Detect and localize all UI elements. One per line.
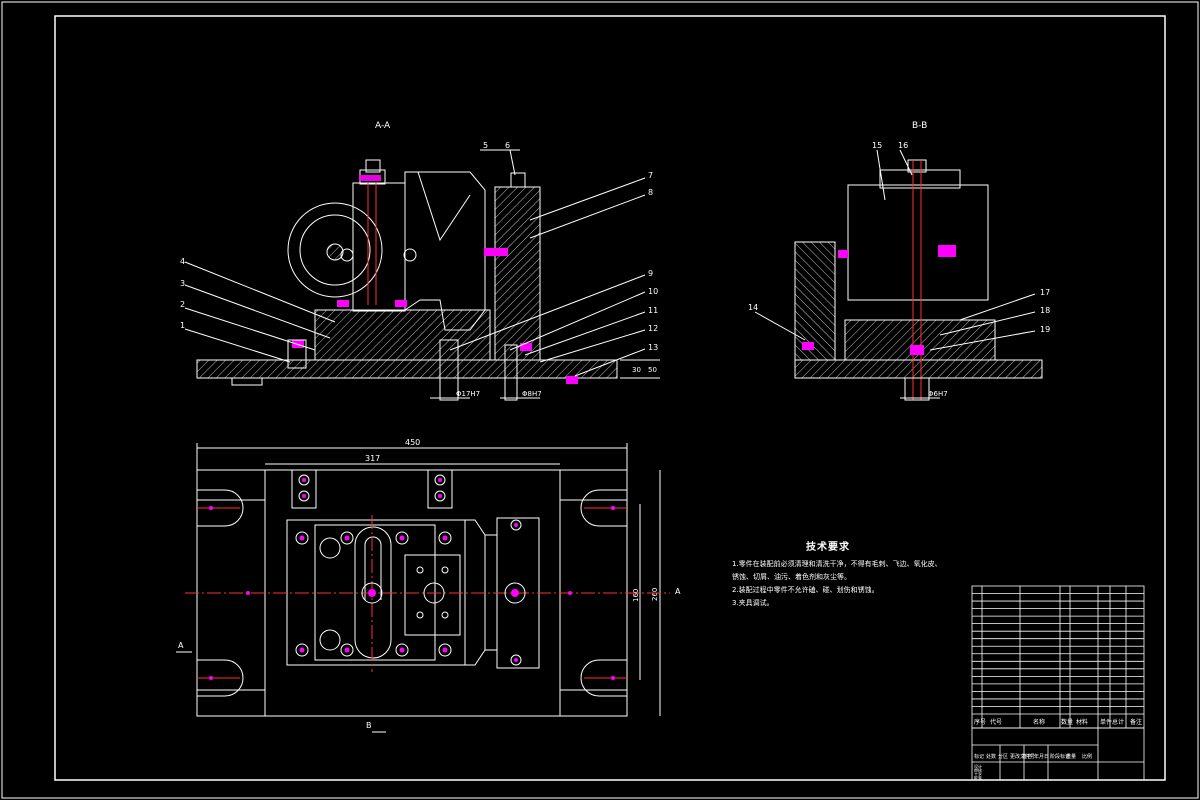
dim-fit-3: Φ6H7: [928, 390, 948, 398]
callout-17: 17: [1040, 288, 1050, 297]
tech-requirements-list: 1.零件在装配前必须清理和清洗干净，不得有毛刺、飞边、氧化皮、 锈蚀、切屑、油污…: [732, 558, 942, 610]
drawing-border: [54, 15, 1166, 781]
title-block-header-cell: 数量: [1061, 718, 1073, 726]
callout-4: 4: [180, 257, 185, 266]
front-section-title: A-A: [375, 121, 391, 131]
title-block-sign-label: 分区: [998, 753, 1008, 760]
main-block: [314, 309, 491, 361]
callout-11: 11: [648, 306, 658, 315]
workpiece-body: [404, 171, 486, 331]
dim-fit-1: Φ17H7: [456, 390, 480, 398]
title-block-bottom-label: 审核: [974, 767, 982, 773]
callout-19: 19: [1040, 325, 1050, 334]
title-block-header-cell: 总计: [1112, 718, 1124, 726]
callout-8: 8: [648, 188, 653, 197]
tech-line-3: 2.装配过程中零件不允许磕、碰、划伤和锈蚀。: [732, 586, 879, 594]
title-block-stage-label: 比例: [1082, 753, 1092, 760]
callout-6: 6: [505, 141, 510, 150]
side-section-view: B-B 14 15 16 17 18 19 Φ6H7: [748, 121, 1050, 401]
callout-5: 5: [483, 141, 488, 150]
title-block-sign-label: 年月日: [1034, 753, 1049, 760]
tech-requirements-title: 技术要求: [806, 542, 850, 553]
callout-3: 3: [180, 279, 185, 288]
title-block-header-cell: 序号: [974, 718, 986, 726]
section-mark-right: A: [675, 587, 681, 596]
dim-inner-width: 160: [632, 589, 640, 602]
callout-13: 13: [648, 343, 658, 352]
title-block-bottom-label: 设计: [974, 763, 982, 769]
right-support: [494, 186, 541, 361]
title-block: 序号代号 名称 数量材料 单件总计备注 标记处数分区更改文件号签名年月日设计审核工艺批…: [971, 585, 1145, 781]
base-plate: [196, 359, 618, 379]
title-block-header-cell: 单件: [1100, 718, 1112, 726]
title-block-header-cell: 代号: [990, 718, 1002, 726]
dim-inner-length: 317: [365, 454, 380, 463]
title-block-sign-label: 标记: [974, 753, 984, 760]
section-mark-left: A: [178, 641, 184, 650]
title-block-stage-label: 重量: [1066, 753, 1076, 760]
side-base-plate: [794, 359, 1043, 379]
callout-10: 10: [648, 287, 658, 296]
dim-height-b: 50: [648, 366, 657, 374]
callout-16: 16: [898, 141, 908, 150]
title-block-stage-label: 阶段标记: [1050, 753, 1070, 760]
tech-line-2: 锈蚀、切屑、油污、着色剂和灰尘等。: [732, 573, 851, 581]
callout-2: 2: [180, 300, 185, 309]
title-block-header-cell: 材料: [1076, 718, 1088, 726]
callout-7: 7: [648, 171, 653, 180]
dim-overall-length: 450: [405, 438, 420, 447]
callout-12: 12: [648, 324, 658, 333]
rotary-disc: [287, 202, 383, 298]
section-mark-bottom: B: [366, 721, 372, 730]
clamp-body: [352, 182, 406, 312]
title-block-header-cell: 名称: [1033, 718, 1045, 726]
title-block-sign-label: 更改文件号: [1010, 753, 1035, 760]
title-block-bottom-label: 批准: [974, 775, 982, 781]
callout-15: 15: [872, 141, 882, 150]
dim-height-a: 30: [632, 366, 641, 374]
title-block-sign-label: 签名: [1022, 753, 1032, 760]
callout-14: 14: [748, 303, 758, 312]
callout-9: 9: [648, 269, 653, 278]
dim-overall-width: 260: [651, 588, 659, 601]
side-section-title: B-B: [912, 121, 927, 131]
plan-view: 450 317 260 160: [176, 438, 681, 733]
title-block-bottom-label: 工艺: [974, 772, 982, 777]
callout-18: 18: [1040, 306, 1050, 315]
callout-1: 1: [180, 321, 185, 330]
tech-line-4: 3.夹具调试。: [732, 599, 774, 607]
dim-fit-2: Φ8H7: [522, 390, 542, 398]
plan-base-plate: [196, 469, 628, 717]
tech-line-1: 1.零件在装配前必须清理和清洗干净，不得有毛刺、飞边、氧化皮、: [732, 560, 942, 568]
title-block-sign-label: 处数: [986, 753, 996, 760]
front-section-view: A-A: [180, 121, 660, 401]
title-block-header-cell: 备注: [1130, 718, 1142, 726]
